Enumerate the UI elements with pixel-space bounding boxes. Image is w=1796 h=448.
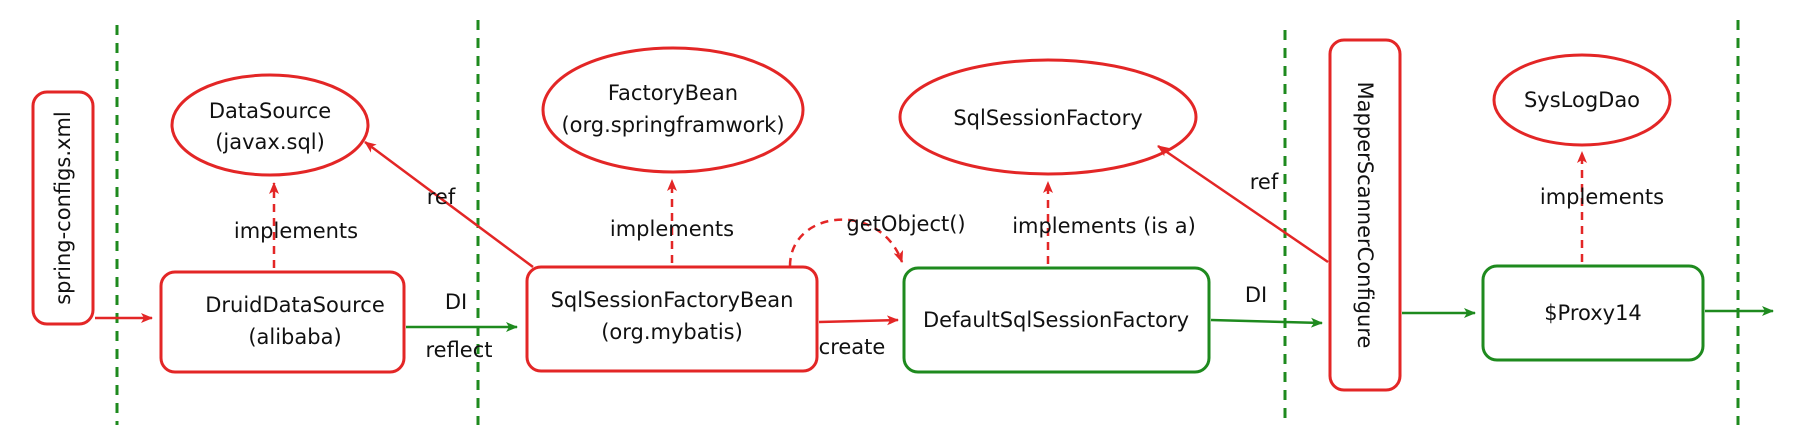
spring-configs-label: spring-configs.xml (51, 111, 75, 305)
ref-label-2: ref (1250, 170, 1279, 194)
druid-datasource-label-1: DruidDataSource (205, 293, 385, 317)
sqlsessionfactorybean-node (525, 265, 819, 373)
arrow-create (818, 315, 899, 326)
arrow-di-to-mapperscanner (1210, 317, 1323, 328)
implements-label-2: implements (610, 217, 734, 241)
implements-label-4: implements (1540, 185, 1664, 209)
sqlsessionfactory-label: SqlSessionFactory (953, 106, 1142, 130)
proxy-label: $Proxy14 (1544, 301, 1642, 325)
di-label-2: DI (1245, 283, 1267, 307)
datasource-label-2: (javax.sql) (215, 130, 325, 154)
factorybean-label-1: FactoryBean (608, 81, 738, 105)
sqlsessionfactory-node (898, 58, 1198, 176)
datasource-label-1: DataSource (209, 99, 331, 123)
ref-label-1: ref (427, 185, 456, 209)
syslogdao-label: SysLogDao (1524, 88, 1640, 112)
arrow-ref-to-datasource (364, 140, 534, 269)
mapperscanner-label: MapperScannerConfigure (1353, 82, 1377, 349)
di-label-1: DI (445, 290, 467, 314)
sqlsessionfactorybean-label-2: (org.mybatis) (601, 320, 743, 344)
proxy-node (1481, 264, 1705, 362)
defaultsqlsessionfactory-label: DefaultSqlSessionFactory (923, 308, 1189, 332)
datasource-node (170, 73, 370, 177)
sqlsessionfactorybean-label-1: SqlSessionFactoryBean (551, 288, 794, 312)
factorybean-label-2: (org.springframwork) (561, 113, 784, 137)
syslogdao-node (1492, 53, 1672, 147)
mapperscanner-node (1328, 38, 1402, 392)
druid-datasource-label-2: (alibaba) (248, 325, 341, 349)
implements-label-3: implements (is a) (1012, 214, 1196, 238)
reflect-label: reflect (425, 338, 492, 362)
druid-datasource-node (159, 270, 406, 374)
factorybean-node (541, 46, 805, 174)
defaultsqlsessionfactory-node (902, 266, 1211, 374)
create-label: create (819, 335, 886, 359)
arrow-ref-to-sqlsessionfactory (1157, 144, 1329, 264)
implements-label-1: implements (234, 219, 358, 243)
spring-configs-node (31, 90, 95, 326)
arrow-getobject (788, 218, 904, 267)
getobject-label: getObject() (846, 212, 965, 236)
